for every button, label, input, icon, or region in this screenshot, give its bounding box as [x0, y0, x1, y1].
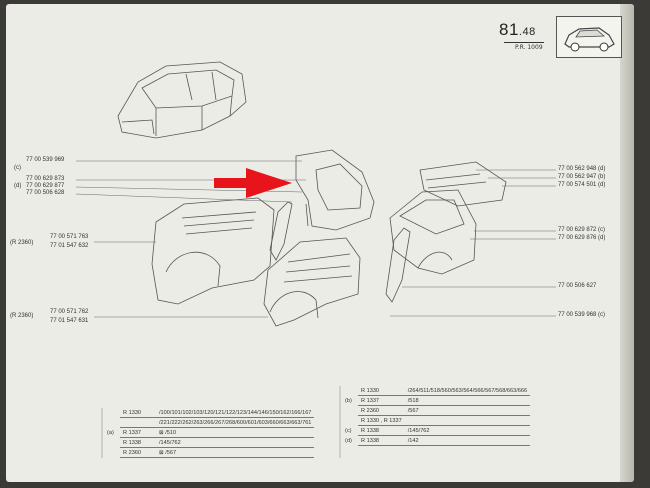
header-car-box: [556, 16, 622, 58]
part-number-label: (d): [14, 183, 22, 189]
table-row: R 1338/145/762: [104, 437, 315, 448]
table-row: /221/222/262/263/266/267/268/600/601/603…: [104, 417, 315, 428]
table-row: R 1330/100/101/102/103/120/121/122/123/1…: [104, 408, 315, 418]
table-cell-val: /221/222/262/263/266/267/268/600/601/603…: [156, 417, 315, 428]
car-body-shell-sketch: [117, 61, 247, 139]
right-pillar-inner: [385, 227, 411, 303]
table-cell-key: [104, 408, 120, 418]
table-row: R 1330 , R 1337: [342, 415, 531, 426]
rear-quarter-panel-left: [151, 197, 275, 305]
part-number-label: 77 00 571 762: [50, 309, 89, 315]
table-cell-val: /264/511/518/560/563/564/566/567/568/663…: [404, 386, 531, 396]
table-row: R 2360⊠ /567: [104, 447, 315, 458]
part-number-label: 77 00 539 969: [26, 157, 65, 163]
part-number-label: (R 2360): [10, 313, 34, 319]
leader-lines: [75, 160, 556, 318]
table-cell-key: (a): [107, 429, 114, 436]
table-cell-model: R 1338: [358, 425, 405, 436]
table-cell-model: R 1330: [358, 386, 405, 396]
parts-drawing: [75, 61, 556, 458]
table-cell-key: [342, 386, 358, 396]
table-cell-model: R 1337: [358, 395, 405, 406]
rear-quarter-panel-right: [263, 237, 361, 327]
table-cell-val: ⊠ /567: [156, 447, 315, 458]
part-number-label: (c): [14, 165, 21, 171]
table-cell-key: [104, 438, 120, 448]
car-side-icon: [564, 27, 615, 52]
part-number-label: 77 00 506 627: [558, 283, 597, 289]
part-number-label: 77 01 547 631: [50, 318, 89, 324]
part-number-label: 77 00 629 876 (d): [558, 235, 606, 241]
roof-rear-crossmember: [419, 161, 507, 207]
table-cell-val: /145/762: [404, 425, 531, 436]
part-number-label: 77 00 629 873: [26, 176, 65, 182]
table-cell-val: /145/762: [156, 437, 315, 448]
page-number: 81.48: [499, 20, 536, 39]
table-cell-model: R 1337: [120, 427, 156, 438]
table-cell-val: /142: [404, 435, 531, 446]
table-cell-val: /567: [404, 405, 531, 416]
table-cell-model: R 1338: [120, 437, 156, 448]
header-rule: [504, 42, 544, 43]
part-number-label: 77 00 571 763: [50, 234, 89, 240]
table-row: (b) R 1337/518: [342, 395, 531, 406]
table-row: R 1330/264/511/518/560/563/564/566/567/5…: [342, 386, 531, 396]
table-cell-val: /518: [404, 395, 531, 406]
red-arrow-icon: [214, 168, 292, 198]
part-number-label: 77 00 562 947 (b): [558, 174, 606, 180]
table-cell-model: R 1330: [120, 408, 156, 418]
table-rules: [101, 386, 341, 458]
part-number-label: 77 00 562 948 (d): [558, 166, 606, 172]
applicability-table-right: R 1330/264/511/518/560/563/564/566/567/5…: [342, 386, 531, 446]
part-number-label: 77 00 574 501 (d): [558, 182, 606, 188]
table-cell-val: [404, 415, 531, 426]
pillar-reinforcement: [269, 201, 293, 261]
page-reference: P.R. 1009: [515, 44, 543, 51]
right-side-window-panel: [389, 189, 477, 275]
c-pillar-panel: [295, 149, 375, 231]
table-cell-model: R 2360: [358, 405, 405, 416]
table-row: R 2360/567: [342, 405, 531, 416]
table-cell-key: [342, 406, 358, 416]
part-number-label: 77 00 506 628: [26, 190, 65, 196]
table-cell-key: [342, 416, 358, 426]
part-number-label: 77 00 539 968 (c): [558, 312, 606, 318]
table-cell-model: R 2360: [120, 447, 156, 458]
table-cell-model: R 1330 , R 1337: [358, 415, 405, 426]
table-row: (c) R 1338/145/762: [342, 425, 531, 436]
part-number-label: 77 00 629 872 (c): [558, 227, 606, 233]
catalog-page: 81.48 P.R. 1009: [6, 4, 634, 482]
table-cell-key: [104, 418, 120, 428]
part-number-label: 77 01 547 632: [50, 243, 89, 249]
table-cell-key: (c): [345, 427, 352, 434]
table-row: (d) R 1338/142: [342, 435, 531, 446]
table-cell-key: (d): [345, 437, 352, 444]
table-cell-model: R 1338: [358, 435, 405, 446]
table-cell-val: /100/101/102/103/120/121/122/123/144/146…: [156, 408, 315, 418]
table-cell-key: (b): [345, 397, 352, 404]
table-row: (a) R 1337⊠ /510: [104, 427, 315, 438]
part-number-label: (R 2360): [10, 240, 34, 246]
table-cell-val: ⊠ /510: [156, 427, 315, 438]
part-number-label: 77 00 629 877: [26, 183, 65, 189]
page-binding: [620, 4, 634, 482]
table-cell-key: [104, 448, 120, 458]
applicability-table-left: R 1330/100/101/102/103/120/121/122/123/1…: [104, 408, 315, 458]
table-cell-model: [120, 417, 156, 428]
